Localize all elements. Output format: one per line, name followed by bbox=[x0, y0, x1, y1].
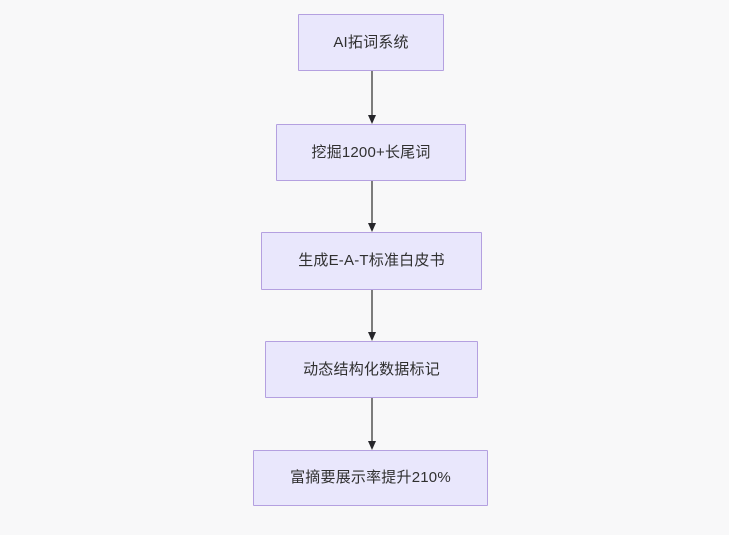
flow-node-label: AI拓词系统 bbox=[333, 33, 409, 51]
flow-node-label: 富摘要展示率提升210% bbox=[290, 469, 451, 486]
arrowhead-icon bbox=[367, 223, 376, 232]
flow-node-dynamic-structured-data-markup[interactable]: 动态结构化数据标记 bbox=[265, 341, 478, 398]
edge-line bbox=[371, 398, 373, 441]
flow-node-ai-keyword-system[interactable]: AI拓词系统 bbox=[298, 14, 444, 71]
flow-node-mine-long-tail-keywords[interactable]: 挖掘1200+长尾词 bbox=[276, 124, 466, 181]
edge-line bbox=[371, 71, 373, 115]
edge-line bbox=[371, 290, 373, 332]
flow-node-generate-eat-whitepaper[interactable]: 生成E-A-T标准白皮书 bbox=[261, 232, 482, 290]
flow-node-label: 挖掘1200+长尾词 bbox=[311, 143, 431, 161]
flow-node-rich-snippet-impression-lift[interactable]: 富摘要展示率提升210% bbox=[253, 450, 488, 506]
edge-line bbox=[371, 181, 373, 223]
arrowhead-icon bbox=[367, 332, 376, 341]
arrowhead-icon bbox=[367, 115, 376, 124]
flow-node-label: 动态结构化数据标记 bbox=[303, 360, 440, 378]
arrowhead-icon bbox=[367, 441, 376, 450]
flow-node-label: 生成E-A-T标准白皮书 bbox=[298, 252, 445, 269]
